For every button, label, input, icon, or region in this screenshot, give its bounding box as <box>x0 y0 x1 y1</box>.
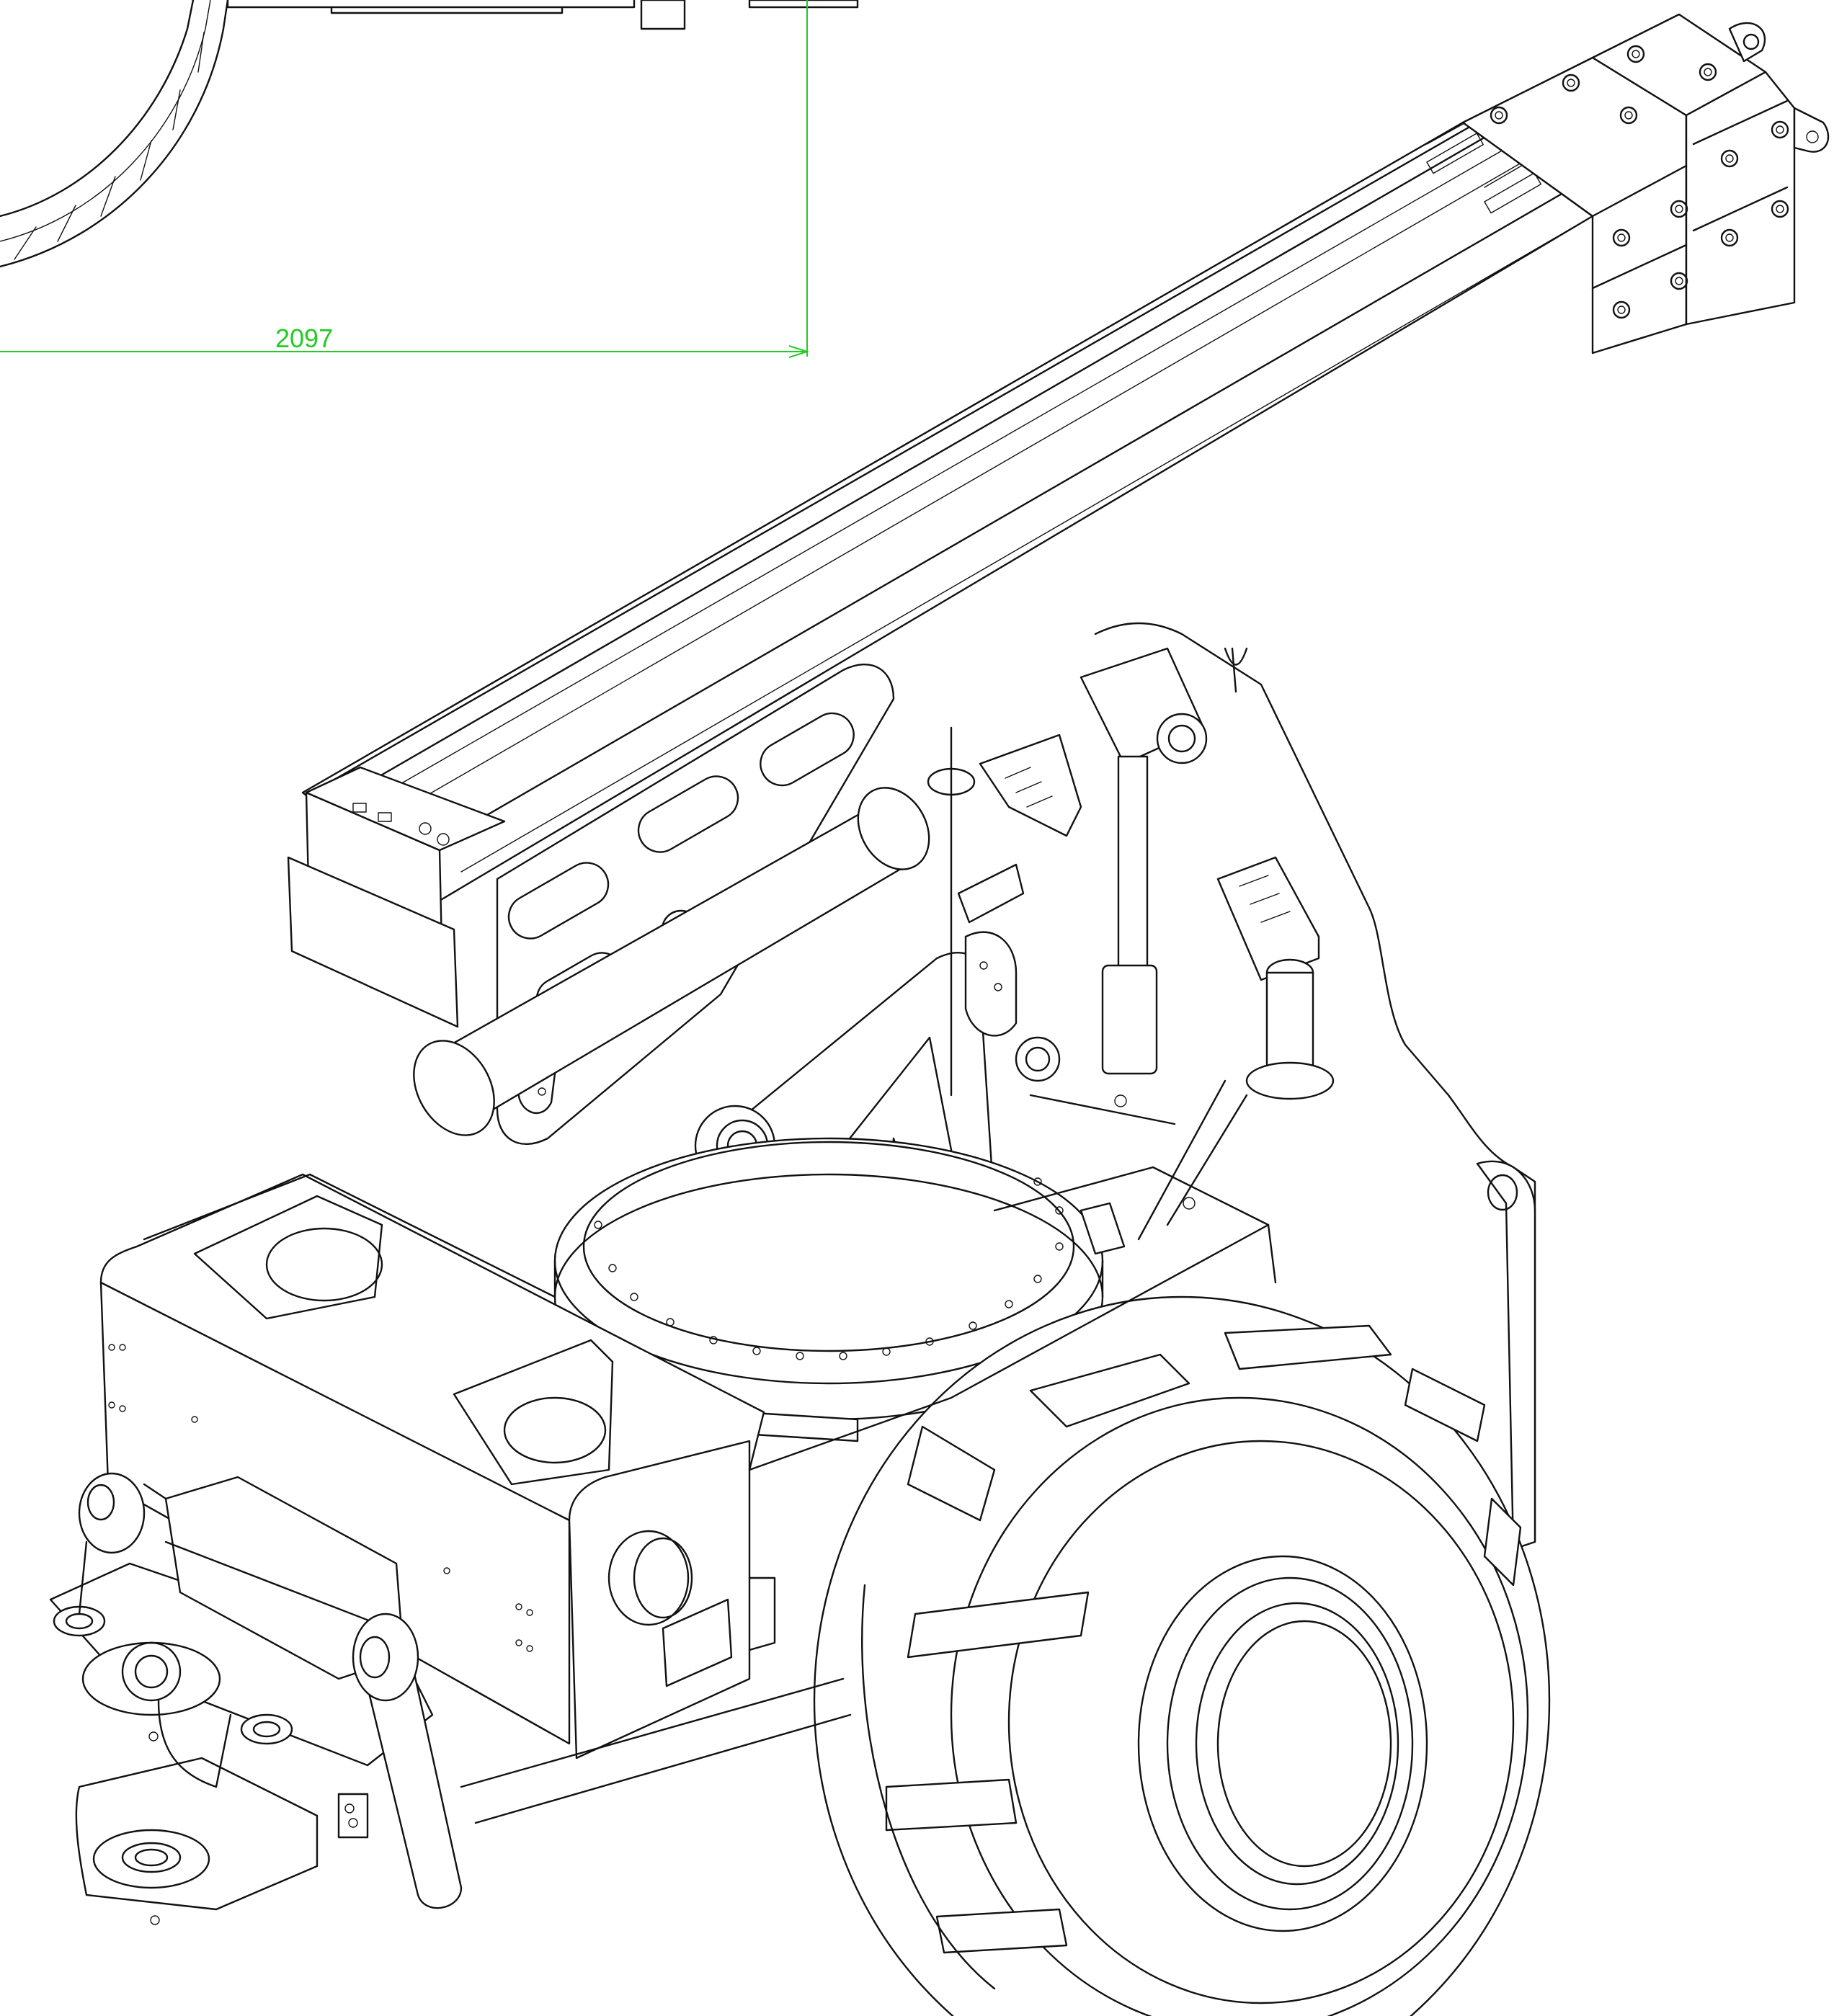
wheel-tread-lugs <box>885 1324 1522 1954</box>
partial-wheel-top-left <box>0 0 229 268</box>
power-unit-box <box>99 1173 776 1759</box>
chassis-frame <box>460 1166 1277 1824</box>
dimension-label: 2097 <box>275 324 333 353</box>
rear-frame-plate <box>950 622 1536 1551</box>
boom-head <box>1461 13 1830 354</box>
main-wheel <box>813 1295 1551 2016</box>
power-unit-rivets <box>108 1344 533 1652</box>
telescopic-boom <box>301 107 1594 902</box>
boom-head-bolts <box>1490 45 1789 319</box>
lift-cylinder <box>413 733 1082 1136</box>
boom-rear-end <box>287 766 506 1028</box>
top-frame-fragment <box>226 0 859 30</box>
dimension-2097: 2097 <box>0 0 810 358</box>
slew-ring-holes <box>594 1177 1064 1360</box>
front-hitch-assembly <box>49 1472 463 1925</box>
slew-ring <box>553 1137 1104 1442</box>
right-support-cylinder <box>1137 856 1335 1241</box>
